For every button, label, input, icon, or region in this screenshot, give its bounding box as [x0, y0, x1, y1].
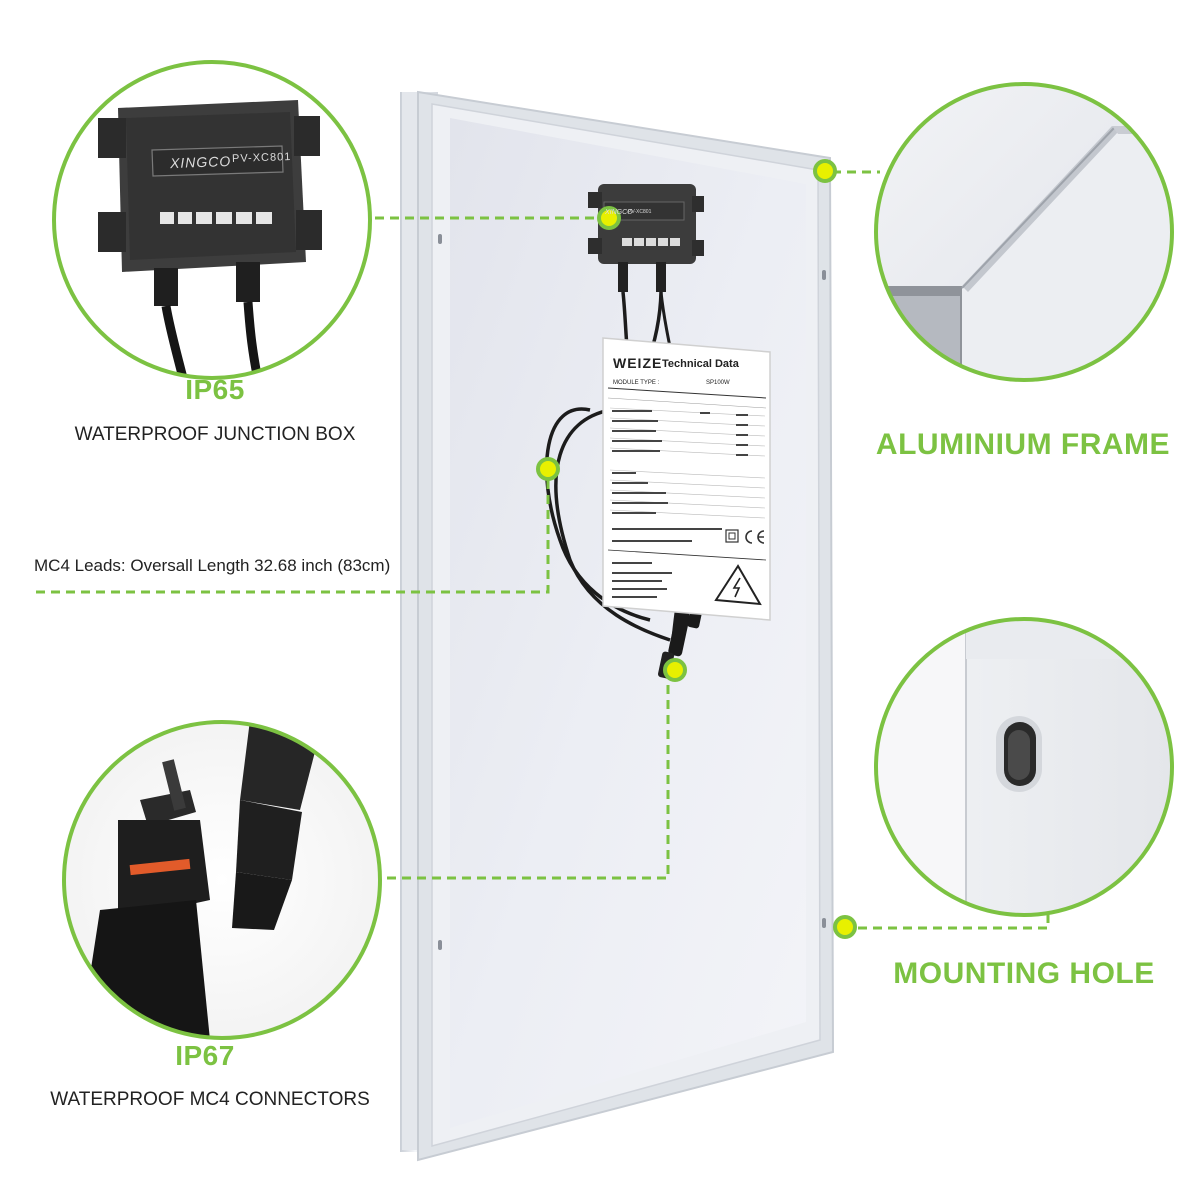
junction-box-description: WATERPROOF JUNCTION BOX	[74, 424, 356, 445]
ce-mark-icon	[745, 530, 765, 544]
mc4-connector-description: WATERPROOF MC4 CONNECTORS	[50, 1089, 370, 1110]
junction-box-closeup	[52, 60, 372, 380]
tech-plate-model: SP100W	[706, 380, 730, 386]
mc4-connector-icon	[62, 720, 382, 1040]
junction-box-rating: IP65	[185, 374, 245, 405]
double-insulation-icon	[725, 529, 739, 543]
junction-box-model-marking: PV-XC801	[231, 150, 292, 166]
aluminium-frame-label: ALUMINIUM FRAME	[875, 428, 1171, 461]
mc4-connector-rating: IP67	[175, 1040, 235, 1071]
junction-box-brand-marking: XINGCO	[169, 152, 232, 172]
mc4-leads-label: MC4 Leads: Oversall Length 32.68 inch (8…	[34, 556, 391, 575]
technical-data-plate	[602, 337, 771, 621]
tech-plate-module-type-label: MODULE TYPE :	[613, 380, 660, 386]
junction-box-icon	[588, 184, 704, 292]
tech-plate-brand: WEIZE	[613, 355, 663, 371]
warning-triangle-icon	[714, 564, 762, 606]
mounting-hole-label: MOUNTING HOLE	[893, 957, 1155, 990]
tech-plate-title: Technical Data	[662, 358, 739, 370]
panel-junction-box-brand: XINGCO	[605, 209, 633, 216]
callout-markers	[536, 159, 857, 939]
mounting-hole-closeup	[874, 617, 1174, 917]
aluminium-frame-closeup	[874, 82, 1174, 382]
panel-junction-box-model: PV-XC801	[628, 209, 652, 215]
